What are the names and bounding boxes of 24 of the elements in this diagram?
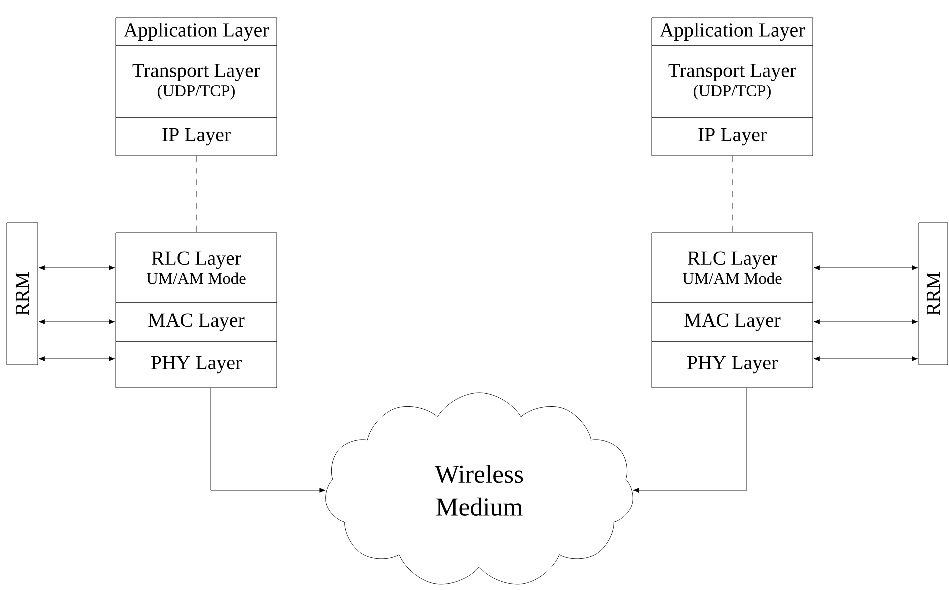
rrm-box: RRM [918,222,948,366]
layer-box: Transport Layer (UDP/TCP) [652,46,814,118]
arrow [814,266,918,270]
arrow [814,356,918,362]
layer-box: Application Layer [652,18,814,46]
dashed-line [732,156,733,233]
arrow [38,320,116,324]
rrm-box: RRM [6,222,38,366]
layer-box: IP Layer [116,118,278,156]
arrow [814,320,918,324]
layer-box: IP Layer [652,118,814,156]
dashed-line [196,156,197,233]
layer-box: MAC Layer [652,302,814,342]
arrow [38,356,116,362]
arrow [633,388,748,493]
layer-box: MAC Layer [116,302,278,342]
layer-box: PHY Layer [652,342,814,388]
layer-box: RLC Layer UM/AM Mode [116,232,278,304]
layer-box: PHY Layer [116,342,278,388]
layer-box: Transport Layer (UDP/TCP) [116,46,278,118]
layer-box: Application Layer [116,18,278,46]
layer-box: RLC Layer UM/AM Mode [652,232,814,304]
arrow [38,266,116,270]
arrow [210,388,326,493]
